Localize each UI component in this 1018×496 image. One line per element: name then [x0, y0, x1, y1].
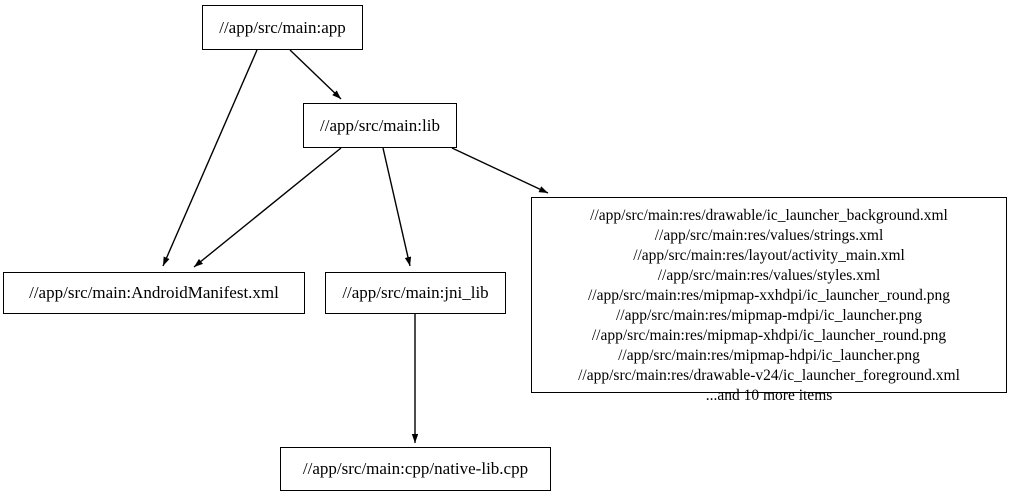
node-jni-lib-label: //app/src/main:jni_lib	[342, 283, 489, 302]
resource-line: //app/src/main:res/values/strings.xml	[654, 227, 884, 244]
node-native-lib-cpp[interactable]: //app/src/main:cpp/native-lib.cpp	[280, 447, 551, 491]
resource-line: //app/src/main:res/mipmap-hdpi/ic_launch…	[618, 347, 920, 364]
node-jni-lib[interactable]: //app/src/main:jni_lib	[325, 272, 506, 314]
node-native-lib-cpp-label: //app/src/main:cpp/native-lib.cpp	[302, 459, 529, 478]
node-android-manifest-label: //app/src/main:AndroidManifest.xml	[29, 283, 279, 302]
resource-line: ...and 10 more items	[705, 387, 833, 404]
edge-app-to-manifest	[162, 49, 258, 267]
node-app-label: //app/src/main:app	[219, 17, 346, 37]
edge-lib-to-resources	[451, 147, 549, 194]
node-lib-label: //app/src/main:lib	[320, 115, 440, 135]
edge-lib-to-jni-lib	[382, 147, 412, 267]
edge-app-to-lib	[289, 49, 342, 100]
node-app[interactable]: //app/src/main:app	[202, 5, 363, 50]
resource-line: //app/src/main:res/drawable/ic_launcher_…	[590, 207, 948, 224]
resource-line: //app/src/main:res/drawable-v24/ic_launc…	[578, 367, 960, 384]
resource-line: //app/src/main:res/values/styles.xml	[657, 267, 881, 284]
node-resources[interactable]: //app/src/main:res/drawable/ic_launcher_…	[531, 197, 1007, 404]
resource-line: //app/src/main:res/layout/activity_main.…	[633, 247, 905, 264]
resource-line: //app/src/main:res/mipmap-xhdpi/ic_launc…	[591, 327, 947, 344]
edge-lib-to-manifest	[193, 147, 342, 268]
node-lib[interactable]: //app/src/main:lib	[303, 103, 457, 148]
resource-line: //app/src/main:res/mipmap-xxhdpi/ic_laun…	[587, 287, 950, 304]
node-android-manifest[interactable]: //app/src/main:AndroidManifest.xml	[3, 272, 305, 314]
resource-line: //app/src/main:res/mipmap-mdpi/ic_launch…	[615, 307, 923, 324]
